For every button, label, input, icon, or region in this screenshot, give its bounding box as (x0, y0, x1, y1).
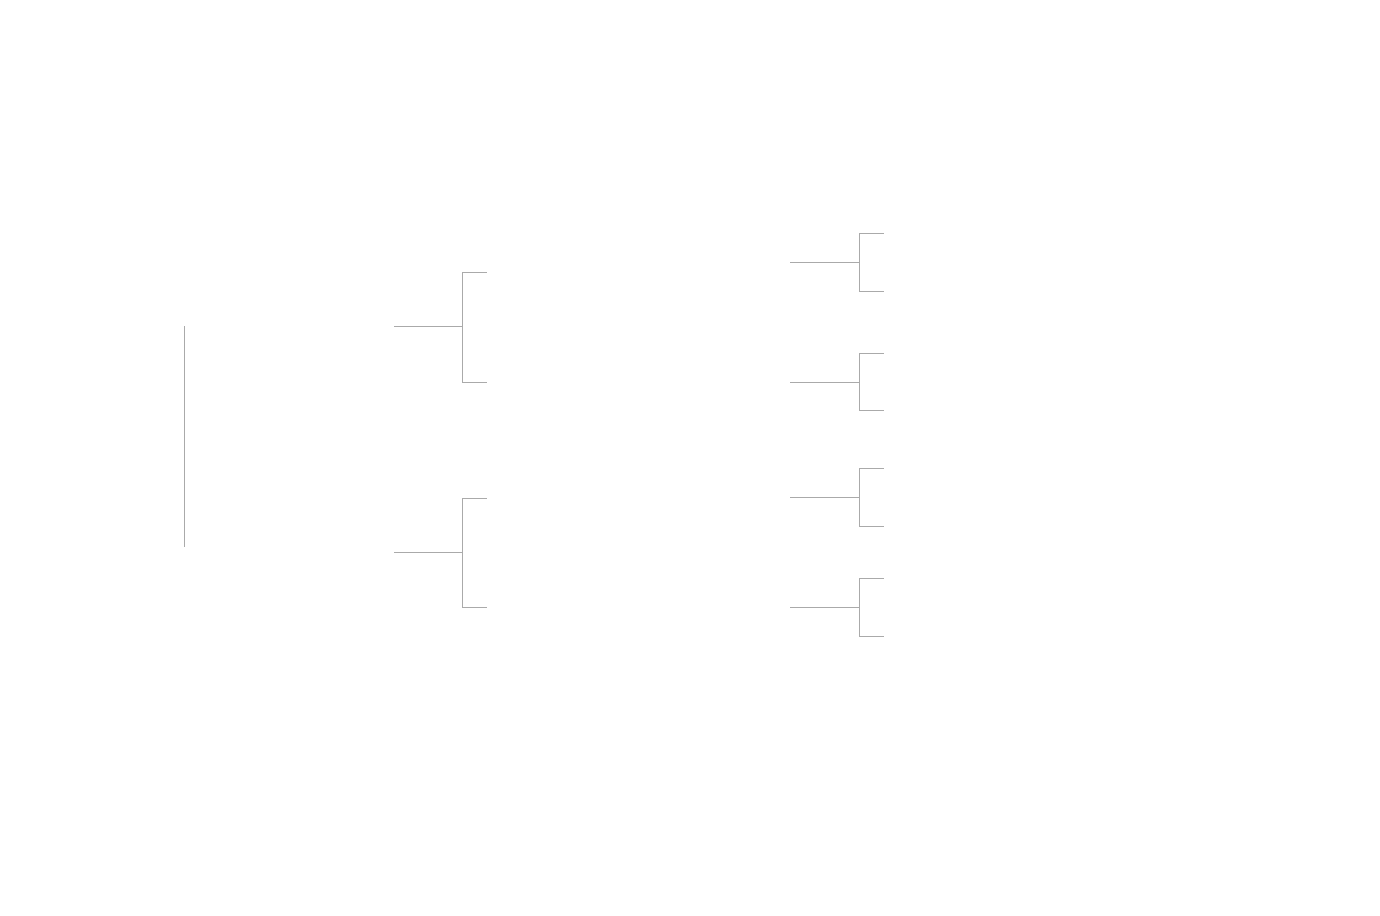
level2-bracket-4 (790, 577, 884, 638)
bracket (858, 352, 884, 412)
level1-bracket-bottom (394, 497, 487, 609)
bracket (858, 577, 884, 638)
level2-bracket-3 (790, 467, 884, 528)
bracket (858, 467, 884, 528)
bracket (461, 497, 487, 609)
level2-bracket-2 (790, 352, 884, 412)
level2-bracket-1 (790, 232, 884, 293)
bracket (858, 232, 884, 293)
bracket (461, 271, 487, 384)
level1-bracket-top (394, 271, 487, 384)
